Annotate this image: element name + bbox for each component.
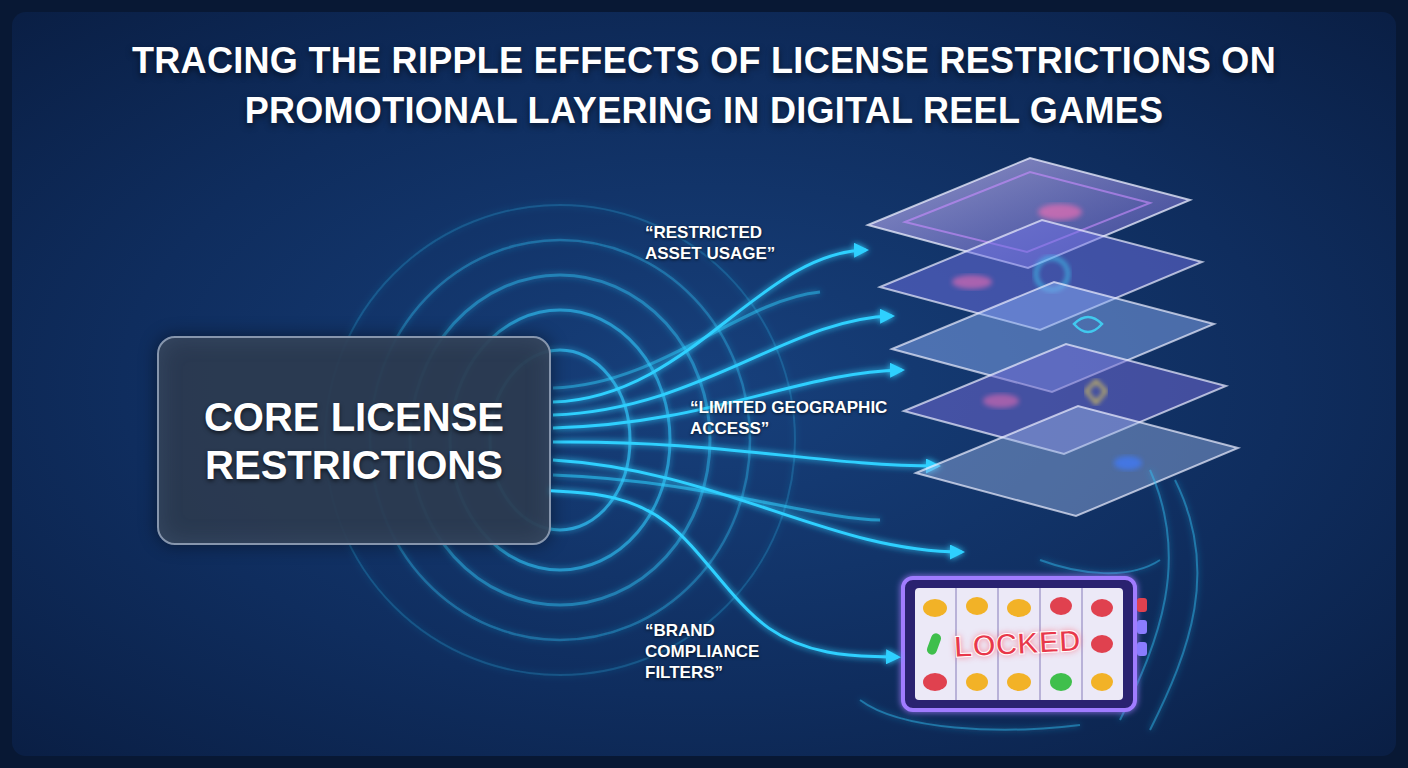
slot-button [1137, 620, 1147, 634]
annotation-label: “LIMITED GEOGRAPHIC ACCESS” [690, 397, 915, 439]
reel-symbol [1091, 635, 1113, 653]
ripple-line [553, 292, 820, 388]
ripple-line [1040, 560, 1160, 573]
slot-machine-art [903, 578, 1147, 710]
ripple-connector [551, 491, 898, 658]
promo-layer [916, 406, 1238, 516]
diagram-title: TRACING THE RIPPLE EFFECTS OF LICENSE RE… [54, 36, 1354, 136]
reel-symbol [926, 632, 943, 656]
reel-window [915, 588, 1123, 700]
layer-plane [916, 406, 1238, 516]
node-label: LOCKED [953, 624, 1081, 665]
annotation-label: “RESTRICTED ASSET USAGE” [645, 222, 795, 264]
slot-button [1137, 598, 1147, 612]
license-box: CORE LICENSE RESTRICTIONS [157, 336, 551, 545]
ripple-arrow [553, 442, 938, 466]
panel-background [12, 12, 1396, 756]
node-label: CORE LICENSE RESTRICTIONS [169, 393, 539, 489]
layer-blob [1074, 317, 1102, 332]
layer-blob [952, 275, 992, 289]
reel-symbol [1050, 673, 1072, 691]
layer-blob [983, 394, 1019, 408]
reel-symbol [1091, 599, 1113, 617]
reel-symbol [1091, 673, 1113, 691]
promo-layer-stack [868, 158, 1238, 516]
reel-symbol [1050, 597, 1072, 615]
layer-blob [1114, 456, 1142, 470]
reel-symbol [1007, 673, 1031, 691]
reel-divider [1081, 588, 1083, 700]
ripple-line [1150, 480, 1197, 730]
edge-label: “BRAND COMPLIANCE FILTERS” [645, 620, 775, 683]
reel-symbol [966, 597, 988, 615]
ripple-arrow [553, 250, 866, 402]
ripple-arrows [553, 250, 962, 552]
layer-blob [1038, 204, 1082, 220]
reel-symbols [923, 597, 1113, 691]
slot-machine: LOCKED [900, 578, 1135, 710]
ripple-line [553, 475, 880, 520]
reel-symbol [1007, 599, 1031, 617]
slot-ripples [860, 470, 1197, 730]
reel-symbol [923, 599, 947, 617]
slot-frame [903, 578, 1135, 710]
reel-symbol [966, 673, 988, 691]
reel-symbol [923, 673, 947, 691]
slot-button [1137, 642, 1147, 656]
layer-blob [1086, 381, 1106, 403]
ripple-arrow [553, 460, 962, 552]
